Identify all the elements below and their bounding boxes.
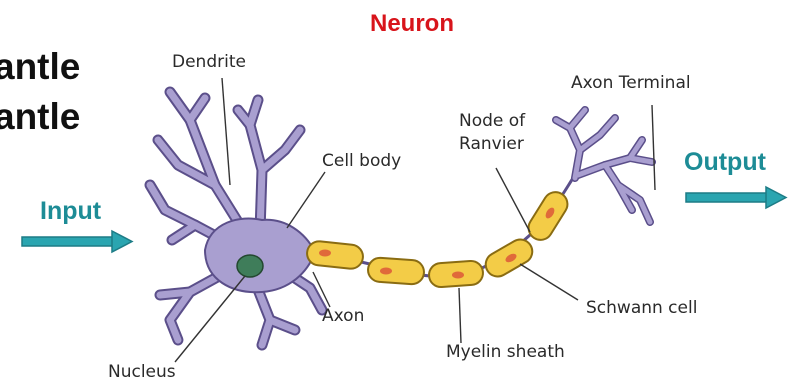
slide-text-line-1: antle <box>0 48 80 85</box>
label-dendrite: Dendrite <box>172 54 246 71</box>
label-node-of-ranvier-line-2: Ranvier <box>459 136 524 153</box>
label-output: Output <box>684 150 766 175</box>
dendrites <box>150 92 322 345</box>
label-axon-terminal: Axon Terminal <box>571 75 691 92</box>
axon-terminals <box>556 110 652 222</box>
output-arrow-icon <box>686 187 786 208</box>
input-arrow-icon <box>22 231 132 252</box>
diagram-title: Neuron <box>370 12 454 36</box>
label-input: Input <box>40 199 101 224</box>
myelin-segment <box>306 240 364 270</box>
slide-text-line-2: antle <box>0 98 80 135</box>
label-node-of-ranvier-line-1: Node of <box>459 113 525 130</box>
label-nucleus: Nucleus <box>108 364 176 381</box>
label-cell-body: Cell body <box>322 153 401 170</box>
label-axon: Axon <box>322 308 364 325</box>
myelin-segments <box>306 188 572 288</box>
nucleus <box>237 255 263 277</box>
label-myelin-sheath: Myelin sheath <box>446 344 565 361</box>
label-schwann-cell: Schwann cell <box>586 300 697 317</box>
myelin-segment <box>367 257 425 285</box>
